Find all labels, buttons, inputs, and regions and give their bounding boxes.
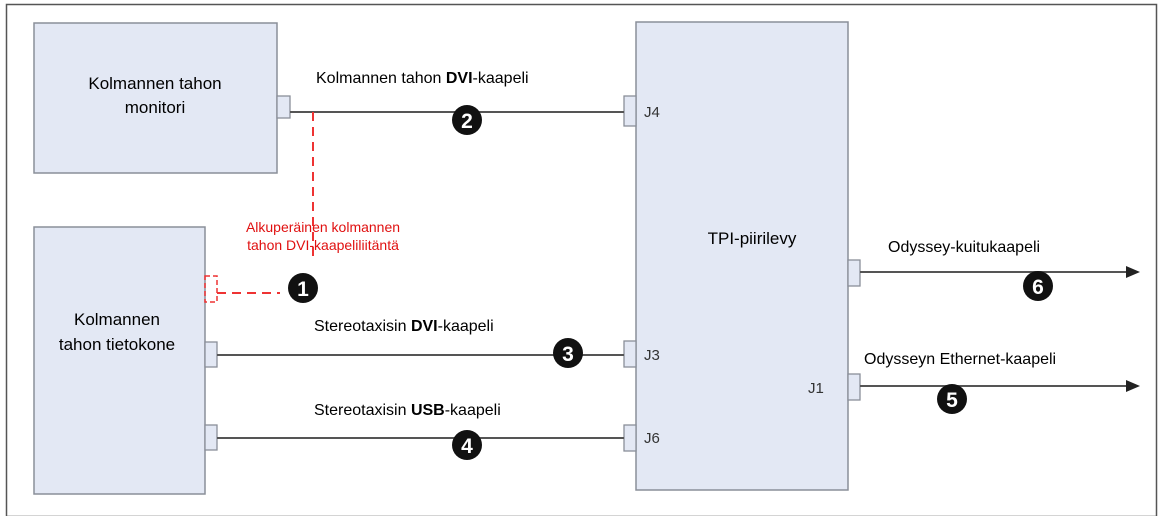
tpi-board-label: TPI-piirilevy <box>708 229 797 248</box>
marker-6-number: 6 <box>1032 276 1044 299</box>
marker-6: 6 <box>1023 271 1053 301</box>
j6-label: J6 <box>644 430 660 447</box>
marker-1-circle <box>288 273 318 303</box>
stereotaxis-usb-bold: USB <box>411 402 445 419</box>
computer-label-line2: tahon tietokone <box>59 335 175 354</box>
third-party-dvi-bold: DVI <box>446 70 473 87</box>
marker-1-number: 1 <box>297 278 309 301</box>
third-party-dvi-suffix: -kaapeli <box>473 70 529 87</box>
diagram-frame <box>5 3 1158 516</box>
computer-box <box>33 226 206 495</box>
odyssey-ethernet-cable-label: Odysseyn Ethernet-kaapeli <box>864 351 1056 368</box>
marker-2: 2 <box>452 105 482 135</box>
stereotaxis-dvi-bold: DVI <box>411 318 438 335</box>
third-party-dvi-prefix: Kolmannen tahon <box>316 70 446 87</box>
marker-1: 1 <box>288 273 318 303</box>
tpi-board-box <box>635 21 849 491</box>
marker-4-circle <box>452 430 482 460</box>
tpi-fiber-port <box>847 259 861 287</box>
odyssey-fiber-arrowhead <box>1126 266 1140 278</box>
stereotaxis-dvi-cable-label: Stereotaxisin DVI-kaapeli <box>314 318 494 335</box>
marker-5: 5 <box>937 384 967 414</box>
stereotaxis-usb-cable-label: Stereotaxisin USB-kaapeli <box>314 402 501 419</box>
j4-label: J4 <box>644 104 660 121</box>
computer-usb-port <box>204 424 218 451</box>
monitor-label-line2: monitori <box>125 98 185 117</box>
marker-4: 4 <box>452 430 482 460</box>
monitor-label-line1: Kolmannen tahon <box>88 74 221 93</box>
computer-original-dvi-port <box>204 275 218 303</box>
j3-label: J3 <box>644 347 660 364</box>
stereotaxis-dvi-suffix: -kaapeli <box>438 318 494 335</box>
marker-3: 3 <box>553 338 583 368</box>
computer-label-line1: Kolmannen <box>74 310 160 329</box>
stereotaxis-usb-prefix: Stereotaxisin <box>314 402 411 419</box>
odyssey-ethernet-arrowhead <box>1126 380 1140 392</box>
original-connection-note-line1: Alkuperäinen kolmannen <box>246 219 400 235</box>
original-connection-note-line2: tahon DVI-kaapeliliitäntä <box>247 237 399 253</box>
marker-5-number: 5 <box>946 389 958 412</box>
marker-6-circle <box>1023 271 1053 301</box>
original-dvi-connection-path <box>217 112 314 294</box>
j1-label: J1 <box>808 380 824 397</box>
marker-2-circle <box>452 105 482 135</box>
marker-3-circle <box>553 338 583 368</box>
j4-port <box>623 95 637 127</box>
marker-4-number: 4 <box>461 435 473 458</box>
stereotaxis-usb-suffix: -kaapeli <box>445 402 501 419</box>
j1-port <box>847 373 861 401</box>
odyssey-fiber-cable-label: Odyssey-kuitukaapeli <box>888 239 1040 256</box>
marker-2-number: 2 <box>461 110 473 133</box>
monitor-dvi-port <box>276 95 291 119</box>
marker-5-circle <box>937 384 967 414</box>
j6-port <box>623 424 637 452</box>
third-party-dvi-cable-label: Kolmannen tahon DVI-kaapeli <box>316 70 529 87</box>
j3-port <box>623 340 637 368</box>
computer-dvi-port <box>204 341 218 368</box>
stereotaxis-dvi-prefix: Stereotaxisin <box>314 318 411 335</box>
marker-3-number: 3 <box>562 343 574 366</box>
monitor-box <box>33 22 278 174</box>
